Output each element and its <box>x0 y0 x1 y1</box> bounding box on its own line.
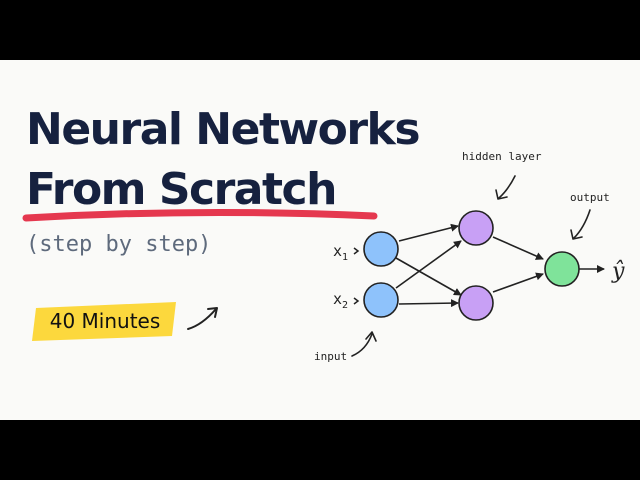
input-node-1 <box>363 231 399 267</box>
input-label: input <box>314 350 347 363</box>
hidden-node-1 <box>458 210 494 246</box>
edge-h2-out <box>492 272 544 293</box>
output-arrow-icon <box>573 209 591 239</box>
title-underline <box>22 208 378 222</box>
hidden-node-2 <box>458 285 494 321</box>
hidden-layer-label: hidden layer <box>462 150 542 163</box>
title-line-2: From Scratch <box>26 164 337 215</box>
input-arrowhead <box>365 331 377 342</box>
hidden-layer-arrowhead <box>495 189 508 200</box>
edge-x2-h1 <box>395 240 462 289</box>
edge-x2-h2 <box>398 299 459 308</box>
output-node <box>544 251 580 287</box>
x1-label: x1 <box>333 242 348 263</box>
output-label: output <box>570 191 610 204</box>
edge-h1-out <box>492 236 544 260</box>
edge-x1-h2 <box>395 257 462 296</box>
badge-highlight <box>32 302 176 341</box>
input-arrow-icon <box>351 333 373 357</box>
duration-label: 40 Minutes <box>49 309 161 333</box>
neural-network-diagram: x1 x2 ŷ hidden layer output input <box>314 150 625 363</box>
thumbnail-panel: Neural Networks From Scratch (step by st… <box>0 60 640 420</box>
x2-label: x2 <box>333 290 348 311</box>
x2-pointer-icon <box>353 297 360 305</box>
output-arrowhead <box>570 229 583 240</box>
y-hat-label: ŷ <box>611 259 625 284</box>
subtitle: (step by step) <box>26 232 212 257</box>
title-line-1: Neural Networks <box>26 104 421 155</box>
x1-pointer-icon <box>353 247 360 255</box>
edge-x1-h1 <box>398 223 459 242</box>
hidden-layer-arrow-icon <box>498 175 516 199</box>
input-node-2 <box>363 282 399 318</box>
duration-badge: 40 Minutes <box>30 300 180 342</box>
badge-arrow-icon <box>187 307 218 330</box>
